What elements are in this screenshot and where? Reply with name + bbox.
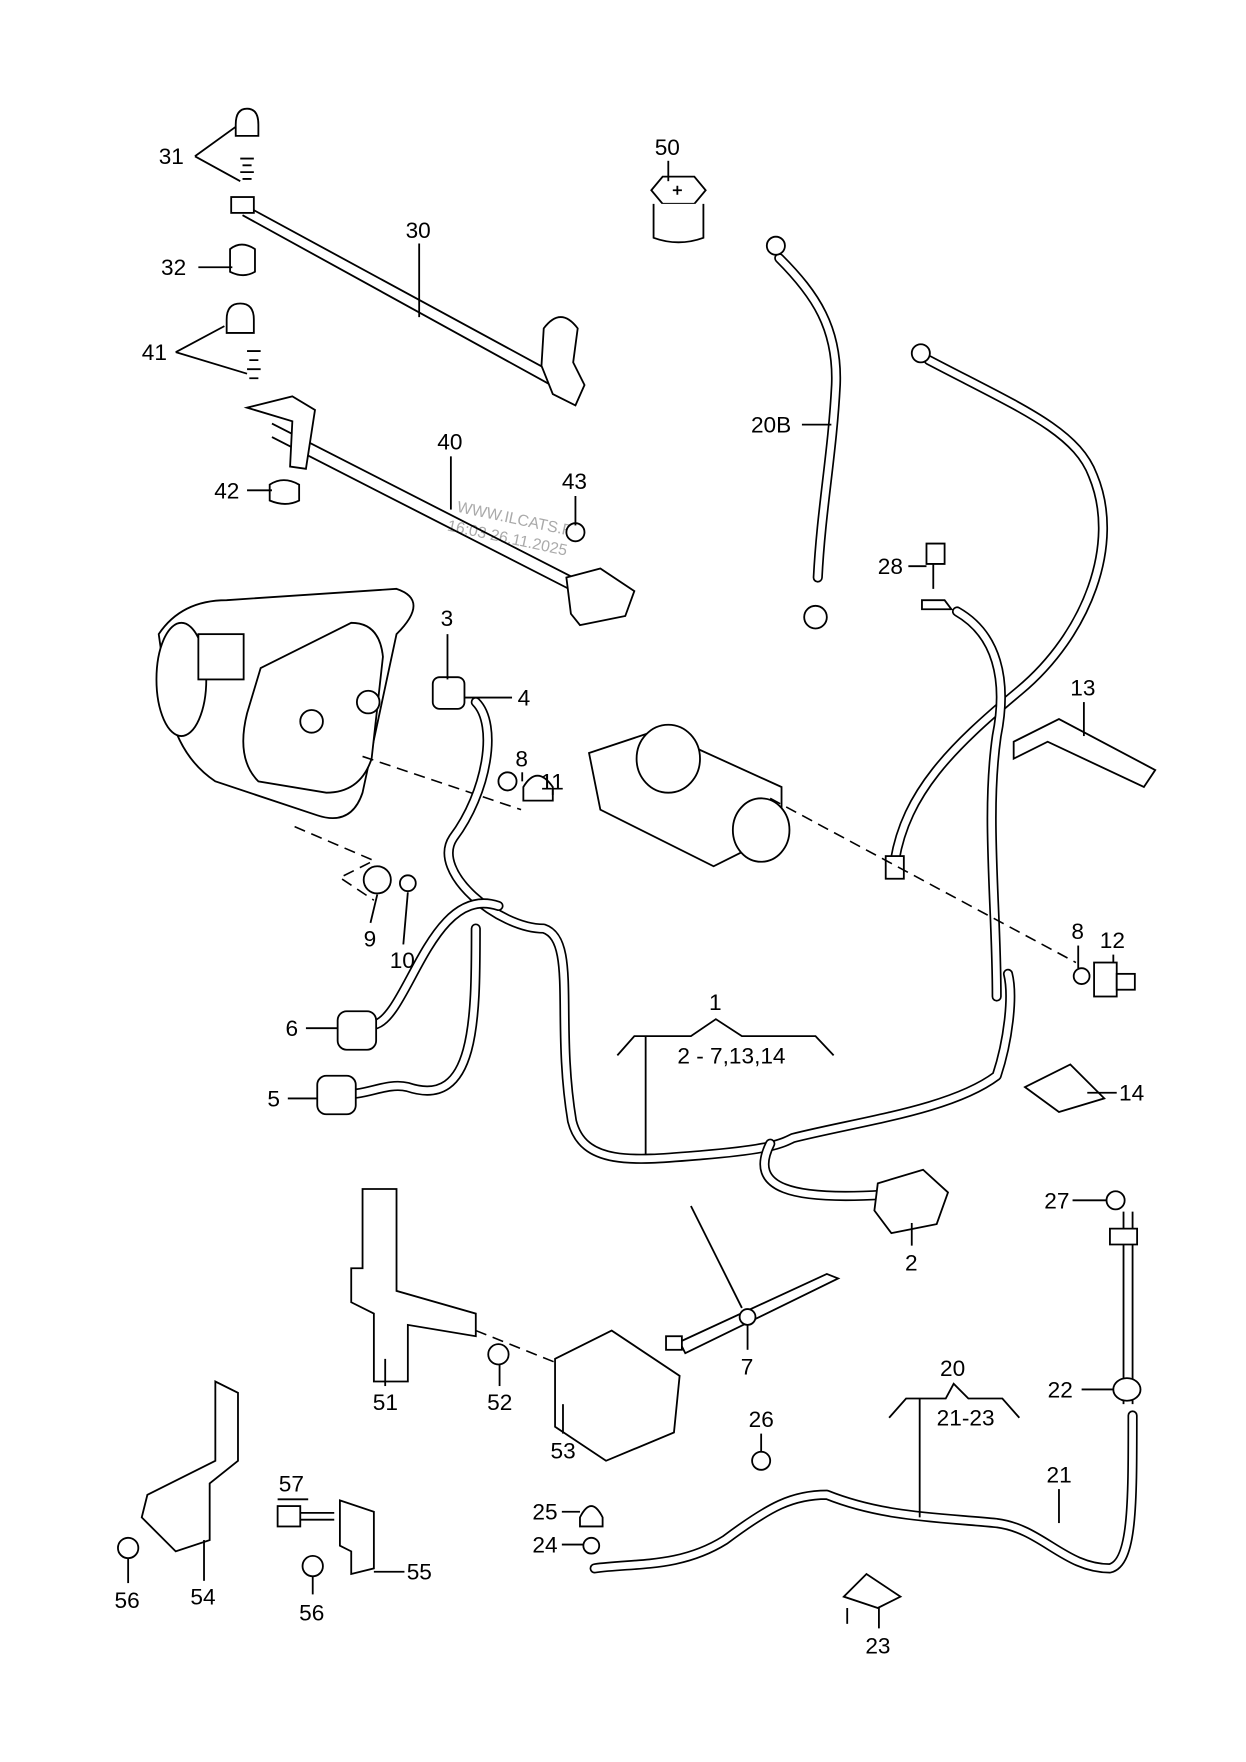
part-56b-nut[interactable]	[301, 1554, 324, 1578]
part-9-clip[interactable]	[362, 865, 392, 895]
part-56a-nut[interactable]	[117, 1536, 140, 1560]
part-12-terminal[interactable]	[1093, 961, 1136, 998]
label-20-sub: 21-23	[937, 1406, 995, 1431]
starter-leader	[769, 797, 1077, 964]
label-10[interactable]: 10	[390, 948, 415, 973]
part-20b-cable[interactable]	[765, 235, 842, 630]
label-32[interactable]: 32	[161, 255, 186, 280]
label-9[interactable]: 9	[364, 927, 377, 952]
label-41[interactable]: 41	[142, 340, 167, 365]
part-52-nut[interactable]	[487, 1343, 510, 1366]
part-23-clip[interactable]	[842, 1572, 903, 1624]
label-14[interactable]: 14	[1119, 1081, 1144, 1106]
leader-lines	[127, 126, 1117, 1629]
part-27-nut[interactable]	[1105, 1190, 1139, 1246]
label-31[interactable]: 31	[159, 144, 184, 169]
part-54-bracket[interactable]	[140, 1380, 239, 1553]
label-20[interactable]: 20	[940, 1356, 965, 1381]
label-50[interactable]: 50	[655, 135, 680, 160]
label-43[interactable]: 43	[562, 469, 587, 494]
part-24-nut[interactable]	[582, 1536, 601, 1555]
part-53-cover[interactable]	[554, 1329, 681, 1462]
label-5[interactable]: 5	[267, 1086, 280, 1111]
label-56a[interactable]: 56	[115, 1588, 140, 1613]
watermark: WWW.ILCATS.RU 16:03 26.11.2025	[446, 499, 586, 560]
alternator[interactable]	[155, 587, 415, 820]
part-50-bolt[interactable]	[650, 175, 707, 244]
part-1-harness[interactable]	[334, 696, 1016, 1202]
part-25-cap[interactable]	[579, 1505, 604, 1528]
label-20b[interactable]: 20B	[751, 413, 791, 438]
label-4[interactable]: 4	[518, 685, 531, 710]
label-12[interactable]: 12	[1100, 928, 1125, 953]
label-13[interactable]: 13	[1070, 675, 1095, 700]
label-28[interactable]: 28	[878, 554, 903, 579]
part-7-tie[interactable]	[665, 1205, 841, 1355]
part-22-grommet[interactable]	[1112, 1377, 1142, 1402]
starter-motor[interactable]	[587, 723, 791, 868]
label-24[interactable]: 24	[532, 1533, 557, 1558]
part-40-cable[interactable]	[225, 302, 636, 627]
part-5-connector[interactable]	[316, 1074, 357, 1116]
part-30-cable[interactable]	[229, 107, 586, 407]
label-23[interactable]: 23	[865, 1633, 890, 1658]
part-10-nut[interactable]	[399, 874, 417, 893]
part-8b-nut[interactable]	[1072, 967, 1091, 985]
bracket-leader	[475, 1329, 562, 1366]
label-2[interactable]: 2	[905, 1251, 918, 1276]
label-27[interactable]: 27	[1044, 1188, 1069, 1213]
part-11-cap[interactable]	[522, 774, 554, 802]
part-6-connector[interactable]	[336, 1010, 378, 1051]
label-8[interactable]: 8	[515, 747, 528, 772]
part-labels: 31 32 30 41 42 40 43 50 20B 28 3 4 8 11 …	[115, 135, 1145, 1658]
label-40[interactable]: 40	[437, 430, 462, 455]
part-26-nut[interactable]	[751, 1450, 772, 1471]
label-1[interactable]: 1	[709, 990, 722, 1015]
label-6[interactable]: 6	[286, 1016, 299, 1041]
label-30[interactable]: 30	[406, 218, 431, 243]
part-57-bolt[interactable]	[276, 1505, 335, 1528]
label-11[interactable]: 11	[540, 769, 564, 794]
part-51-bracket[interactable]	[350, 1188, 477, 1383]
label-7[interactable]: 7	[741, 1355, 754, 1380]
label-57[interactable]: 57	[279, 1471, 304, 1496]
label-56b[interactable]: 56	[299, 1600, 324, 1625]
label-22[interactable]: 22	[1048, 1377, 1073, 1402]
label-55[interactable]: 55	[407, 1560, 432, 1585]
label-52[interactable]: 52	[487, 1390, 512, 1415]
label-1-sub: 2 - 7,13,14	[677, 1043, 785, 1068]
label-54[interactable]: 54	[190, 1585, 215, 1610]
part-13-tie[interactable]	[1012, 718, 1157, 789]
label-3[interactable]: 3	[441, 606, 454, 631]
part-14-holder[interactable]	[1023, 1063, 1106, 1114]
part-55-bracket[interactable]	[338, 1499, 375, 1576]
label-8b[interactable]: 8	[1071, 919, 1084, 944]
alt-leader	[362, 755, 522, 811]
part-8-nut[interactable]	[497, 771, 518, 792]
label-42[interactable]: 42	[214, 478, 239, 503]
label-53[interactable]: 53	[551, 1439, 576, 1464]
label-26[interactable]: 26	[749, 1407, 774, 1432]
label-51[interactable]: 51	[373, 1390, 398, 1415]
part-3-connector[interactable]	[431, 676, 466, 710]
label-21[interactable]: 21	[1047, 1462, 1072, 1487]
label-25[interactable]: 25	[532, 1500, 557, 1525]
ground-cable[interactable]	[884, 343, 1109, 880]
alt-leader-2	[294, 825, 376, 901]
part-2-connector[interactable]	[873, 1168, 950, 1235]
part-28-bolt[interactable]	[921, 542, 954, 611]
